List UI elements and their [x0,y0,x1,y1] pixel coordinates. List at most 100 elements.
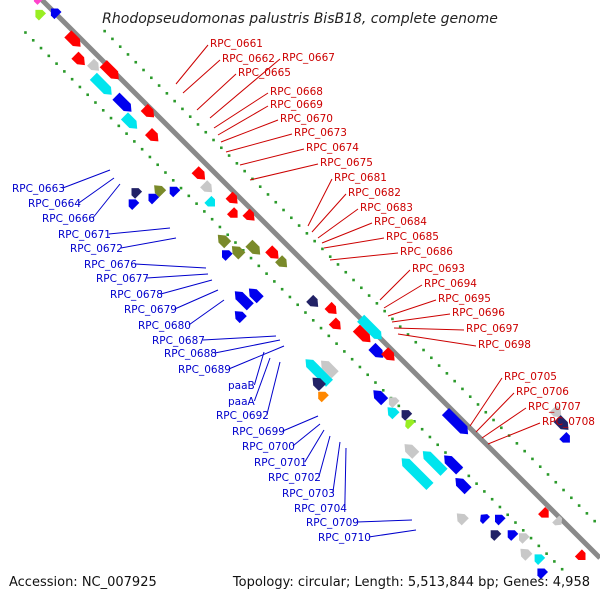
gene-arrow [71,51,85,66]
gene-label-forward: RPC_0696 [452,307,505,319]
gene-arrow [148,193,160,205]
gene-arrow [321,360,339,379]
gene-arrow [404,444,420,459]
gc-dot [126,53,130,56]
gene-arrow [381,347,395,361]
gc-dot [352,278,355,282]
gene-arrow [154,185,167,198]
gc-dot [428,435,432,439]
gc-dot [111,37,114,41]
gc-dot [391,317,394,321]
gc-dot [343,350,346,353]
gc-dot [39,46,43,50]
connector-line [356,519,413,523]
gc-dot [196,123,200,126]
gc-dot [383,309,386,313]
gc-dot [258,185,262,188]
gene-arrow [552,515,563,526]
gene-label-reverse: paaA [228,396,256,408]
gene-label-forward: RPC_0665 [238,67,291,79]
gene-arrow [120,112,138,129]
connector-line [323,237,385,249]
gc-dot [366,373,369,377]
connector-line [383,284,423,309]
connector-line [214,339,281,354]
gc-dot [381,389,385,392]
gc-dot [406,333,410,336]
gene-label-forward: RPC_0667 [282,52,335,64]
gene-track [33,0,586,580]
gene-arrow [495,514,506,526]
gc-dot [562,488,565,492]
gene-label-forward: RPC_0661 [210,38,263,50]
connector-line [397,333,477,347]
gene-label-forward: RPC_0662 [222,53,275,65]
gene-arrow [35,9,46,21]
gene-label-forward: RPC_0706 [516,386,569,398]
gc-dot [444,451,447,454]
accession-text: Accession: NC_007925 [9,575,157,590]
gene-label-reverse: RPC_0700 [242,441,295,453]
gene-arrow [373,390,389,406]
gc-dot [266,193,270,196]
gc-dot [344,270,348,274]
connector-line [217,105,269,136]
gene-arrow [422,451,448,476]
connector-line [62,169,111,189]
gc-dot [282,208,285,212]
gc-dot [290,216,293,220]
gene-label-reverse: RPC_0680 [138,320,191,332]
gc-dot [118,45,122,48]
gc-dot [212,138,215,142]
gene-label-forward: RPC_0697 [466,323,519,335]
gene-label-reverse: RPC_0687 [152,335,205,347]
gc-dot [304,311,307,314]
gc-dot [274,200,278,204]
gc-dot [398,325,402,328]
gc-dot [367,294,371,297]
gc-dot [506,513,509,517]
gene-label-forward: RPC_0707 [528,401,581,413]
gene-label-reverse: RPC_0663 [12,183,65,195]
gc-dot [430,356,433,360]
gc-dot [133,140,136,143]
gc-dot [537,544,541,548]
connector-line [321,222,373,244]
gc-dot [570,496,573,500]
gene-label-reverse: RPC_0676 [84,259,137,271]
gene-label-forward: RPC_0668 [270,86,323,98]
connector-line [469,377,503,427]
connector-line [253,357,271,402]
connector-line [487,422,541,445]
gc-dot [515,442,519,445]
backbone-line [40,0,600,560]
connector-line [393,327,465,331]
gc-dot [490,497,494,501]
label-connectors [62,44,541,538]
gc-dot [358,365,362,369]
gene-label-reverse: RPC_0671 [58,229,111,241]
connector-line [379,269,411,301]
gc-dot [47,54,51,58]
gc-dot [94,101,97,104]
gene-arrow [519,533,530,544]
connector-line [481,407,527,439]
gc-dot [336,263,340,266]
gc-dot [86,93,89,97]
gc-dot [210,217,214,221]
connector-line [188,299,225,326]
gene-arrow [169,186,181,198]
gene-label-reverse: RPC_0672 [70,243,123,255]
gc-dot [554,480,558,484]
gc-dot [375,302,379,305]
gene-arrow [275,255,288,268]
connector-line [92,183,121,219]
gc-dot [156,163,159,167]
map-title: Rhodopseudomonas palustris BisB18, compl… [102,11,498,27]
gene-arrow [405,419,416,430]
gc-dot [109,116,113,120]
gc-dot [374,381,377,384]
gc-dot [297,224,301,227]
gene-arrow [245,239,261,255]
gc-dot [593,519,596,523]
